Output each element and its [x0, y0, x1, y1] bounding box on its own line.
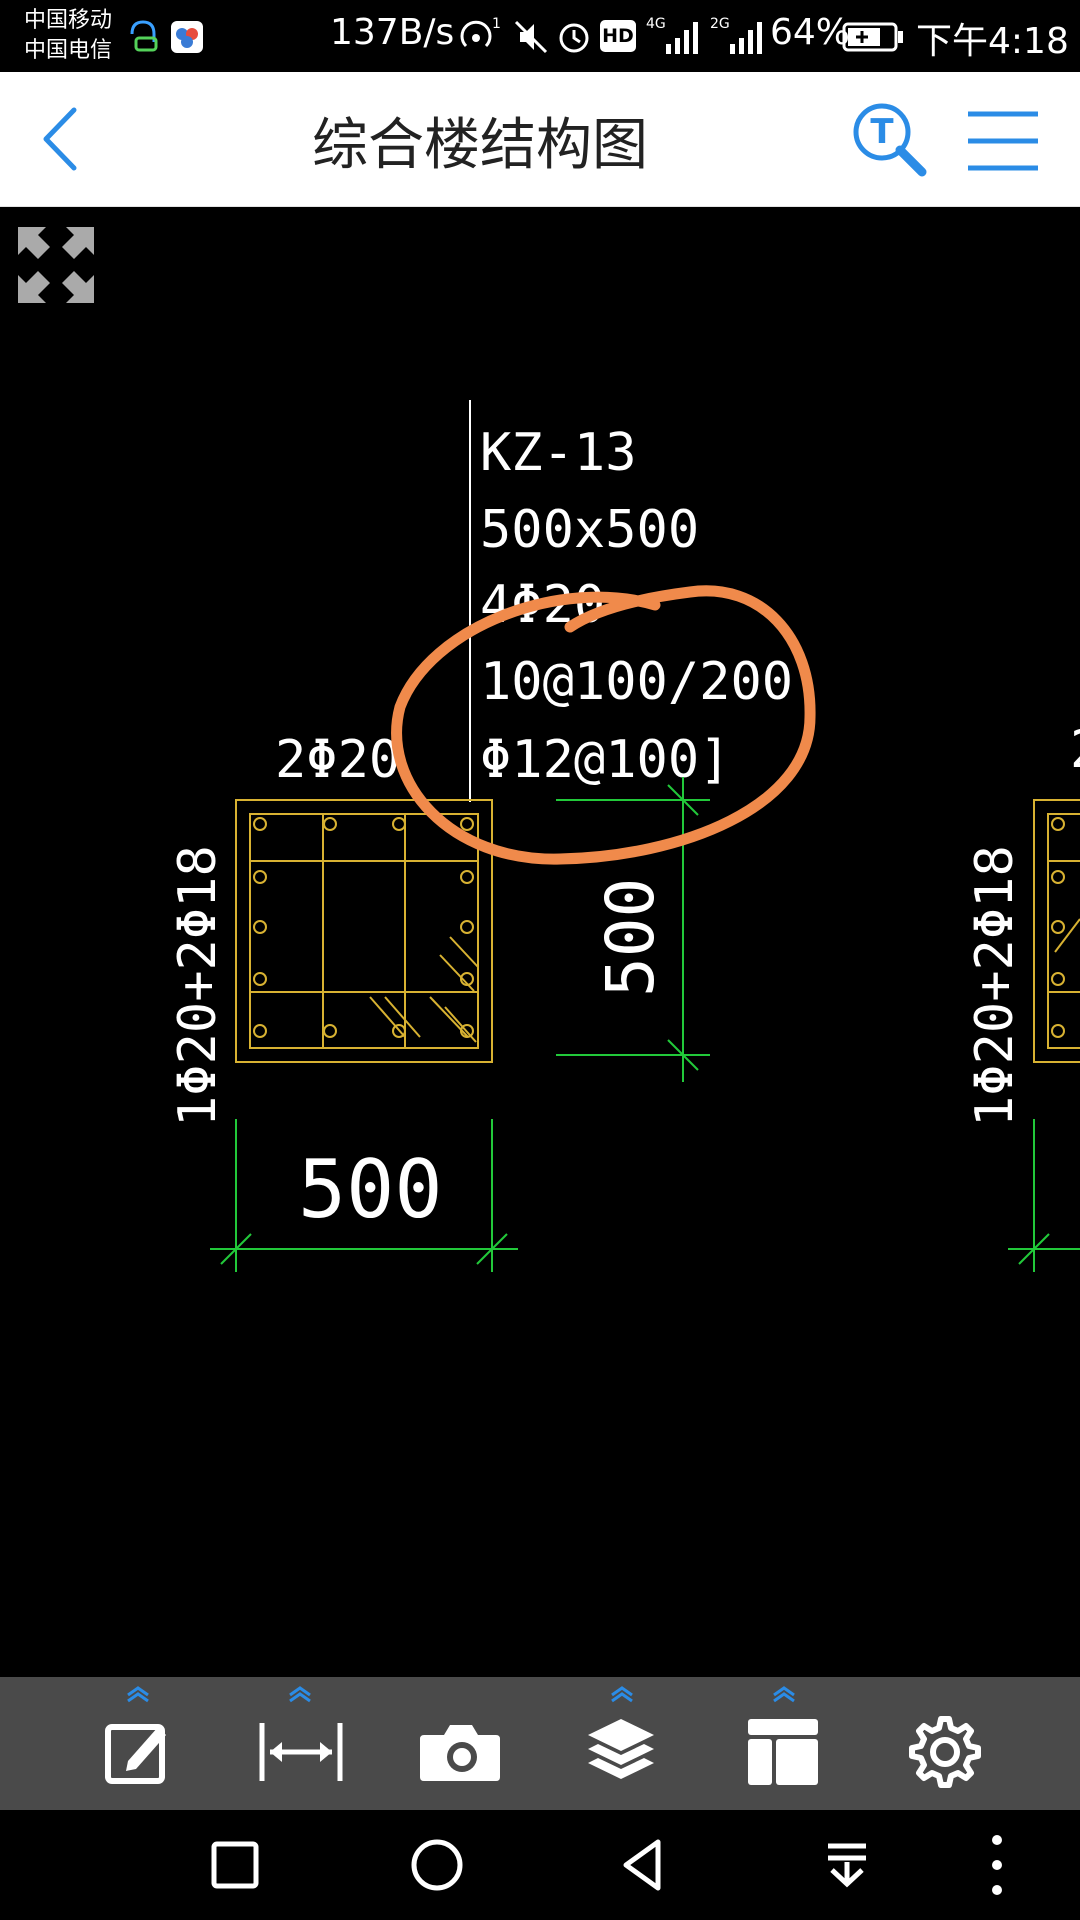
- alarm-icon: [559, 23, 589, 53]
- status-bar: 中国移动 中国电信 137B/s 1 HD 4G 2G 64% 下午4:18: [0, 0, 1080, 72]
- carrier-2: 中国电信: [24, 38, 113, 63]
- column-outline: [235, 799, 493, 1063]
- hotspot-icon: 1: [460, 16, 501, 48]
- right-side-bars-label: 1Φ20+2Φ18: [965, 845, 1025, 1127]
- edit-icon: [105, 1724, 166, 1784]
- clock: 下午4:18: [916, 21, 1069, 62]
- layout-icon: [748, 1719, 818, 1785]
- more-options-icon[interactable]: [962, 1830, 1032, 1900]
- menu-icon[interactable]: [966, 108, 1040, 174]
- stirrup-label: 10@100/200: [480, 652, 793, 712]
- battery-percent: 64%: [770, 12, 851, 53]
- tie-label: Φ12@100]: [480, 730, 730, 790]
- measure-icon: [259, 1723, 343, 1781]
- mute-icon: [514, 20, 548, 54]
- signal-4g-icon: [666, 22, 698, 54]
- column-id-label: KZ-13: [480, 423, 637, 483]
- stirrup-outline: [249, 813, 479, 1049]
- camera-icon: [420, 1725, 500, 1781]
- camera-tool-button[interactable]: [404, 1677, 514, 1810]
- chat-bubble-icon: [130, 20, 158, 52]
- signal-2g-label: 2G: [710, 16, 730, 32]
- cad-drawing: KZ-13 500x500 4Φ20 10@100/200 Φ12@100] 2…: [168, 400, 1080, 1272]
- bottom-toolbar: [0, 1677, 1080, 1810]
- network-speed: 137B/s: [330, 12, 455, 53]
- page-title: 综合楼结构图: [312, 113, 648, 178]
- recent-apps-icon[interactable]: [200, 1830, 270, 1900]
- layout-tool-button[interactable]: [728, 1677, 838, 1810]
- back-icon[interactable]: [608, 1830, 678, 1900]
- height-dimension: [556, 777, 710, 1082]
- home-icon[interactable]: [402, 1830, 472, 1900]
- rebar-circles: [253, 817, 474, 1038]
- expand-up-icon: [773, 1686, 795, 1703]
- text-search-button[interactable]: T: [850, 100, 930, 180]
- signal-2g-icon: [730, 22, 762, 54]
- hd-badge: HD: [600, 20, 636, 52]
- width-dimension: [210, 1119, 518, 1272]
- section-size-label: 500x500: [480, 500, 699, 560]
- drawing-canvas[interactable]: KZ-13 500x500 4Φ20 10@100/200 Φ12@100] 2…: [0, 207, 1080, 1677]
- hatch-lines: [369, 936, 479, 1043]
- signal-4g-label: 4G: [646, 16, 666, 32]
- app-notification-icon: [171, 21, 203, 53]
- notification-pull-icon[interactable]: [812, 1830, 882, 1900]
- right-column-outline: [1033, 799, 1080, 1063]
- back-arrow-icon[interactable]: [36, 104, 86, 174]
- search-badge: T: [870, 112, 894, 152]
- width-dimension-label: 500: [298, 1143, 443, 1236]
- text-search-icon: [853, 103, 927, 177]
- measure-tool-button[interactable]: [244, 1677, 354, 1810]
- expand-up-icon: [611, 1686, 633, 1703]
- app-header: 综合楼结构图 T: [0, 72, 1080, 207]
- system-nav-bar: [0, 1810, 1080, 1920]
- expand-up-icon: [127, 1686, 149, 1703]
- settings-icon: [909, 1716, 981, 1788]
- layers-icon: [588, 1719, 654, 1779]
- right-top-partial-label: 2: [1070, 720, 1080, 780]
- edit-tool-button[interactable]: [82, 1677, 192, 1810]
- side-bars-label: 1Φ20+2Φ18: [168, 845, 228, 1127]
- settings-tool-button[interactable]: [890, 1677, 1000, 1810]
- highlight-circle: [391, 585, 816, 865]
- battery-charging-icon: [842, 22, 903, 52]
- expand-up-icon: [289, 1686, 311, 1703]
- carrier-info: 中国移动 中国电信: [24, 6, 112, 66]
- height-dimension-label: 500: [592, 878, 669, 997]
- top-bars-label: 2Φ20: [275, 730, 400, 790]
- carrier-1: 中国移动: [24, 8, 113, 33]
- layers-tool-button[interactable]: [566, 1677, 676, 1810]
- svg-text:1: 1: [492, 16, 501, 32]
- fullscreen-icon[interactable]: [16, 225, 96, 305]
